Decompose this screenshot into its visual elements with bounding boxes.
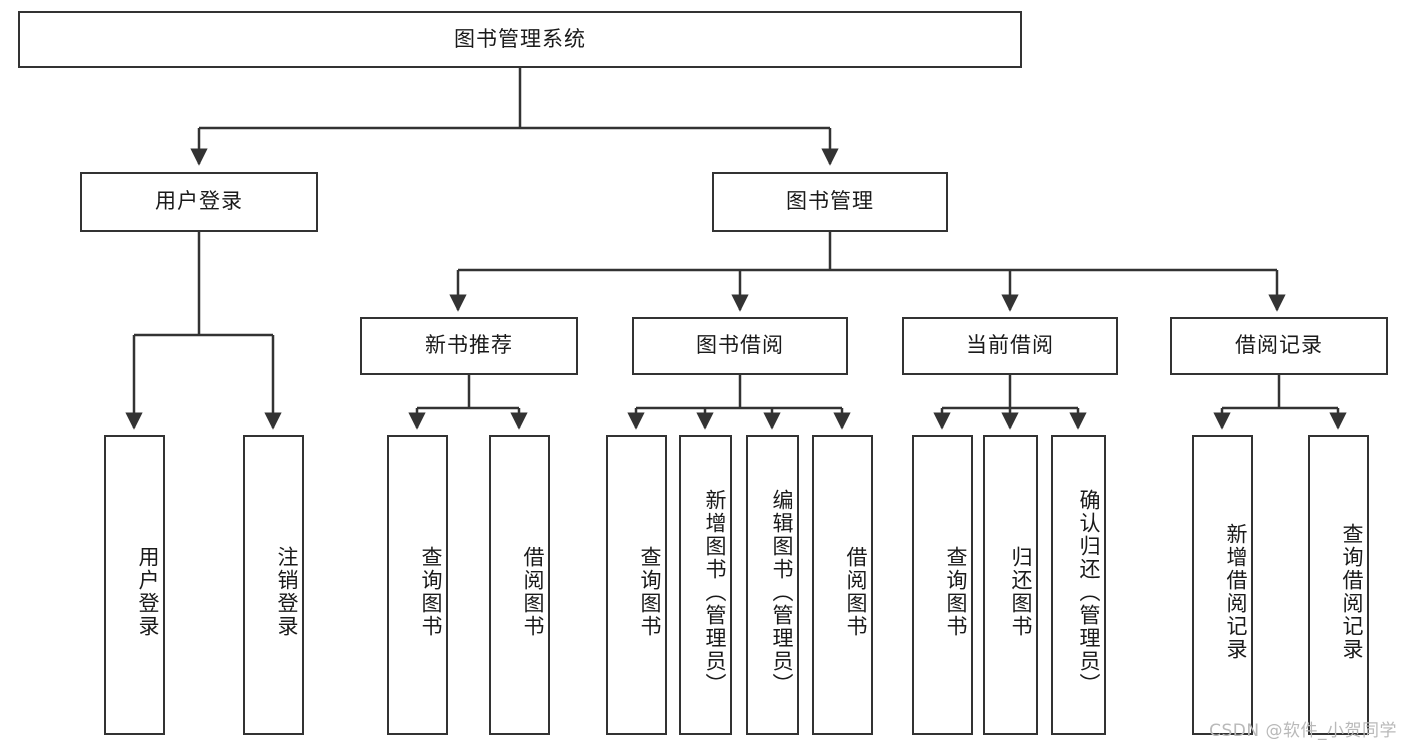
leaf-label: 用户登录 xyxy=(136,546,160,638)
leaf-borrow-record-add[interactable]: 新增借阅记录 xyxy=(1192,435,1253,735)
node-new-book-recommend[interactable]: 新书推荐 xyxy=(360,317,578,375)
node-book-management[interactable]: 图书管理 xyxy=(712,172,948,232)
leaf-book-borrow-add[interactable]: 新增图书（管理员） xyxy=(679,435,732,735)
node-current-borrow[interactable]: 当前借阅 xyxy=(902,317,1118,375)
leaf-book-borrow-query[interactable]: 查询图书 xyxy=(606,435,667,735)
leaf-label: 借阅图书 xyxy=(521,546,545,638)
leaf-label: 新增图书（管理员） xyxy=(703,488,727,696)
leaf-book-borrow-edit[interactable]: 编辑图书（管理员） xyxy=(746,435,799,735)
node-borrow-record[interactable]: 借阅记录 xyxy=(1170,317,1388,375)
leaf-label: 查询图书 xyxy=(944,546,968,638)
leaf-label: 借阅图书 xyxy=(844,546,868,638)
leaf-book-borrow-borrow[interactable]: 借阅图书 xyxy=(812,435,873,735)
node-root[interactable]: 图书管理系统 xyxy=(18,11,1022,68)
leaf-borrow-record-query[interactable]: 查询借阅记录 xyxy=(1308,435,1369,735)
leaf-current-borrow-query[interactable]: 查询图书 xyxy=(912,435,973,735)
leaf-new-book-borrow[interactable]: 借阅图书 xyxy=(489,435,550,735)
node-user-login[interactable]: 用户登录 xyxy=(80,172,318,232)
leaf-label: 查询借阅记录 xyxy=(1340,523,1364,661)
watermark: CSDN @软件_小贺同学 xyxy=(1209,721,1397,741)
leaf-new-book-query[interactable]: 查询图书 xyxy=(387,435,448,735)
leaf-label: 确认归还（管理员） xyxy=(1077,488,1101,696)
leaf-current-borrow-confirm[interactable]: 确认归还（管理员） xyxy=(1051,435,1106,735)
leaf-label: 注销登录 xyxy=(275,546,299,638)
leaf-label: 查询图书 xyxy=(419,546,443,638)
leaf-label: 归还图书 xyxy=(1009,546,1033,638)
leaf-label: 编辑图书（管理员） xyxy=(770,488,794,696)
leaf-label: 新增借阅记录 xyxy=(1224,523,1248,661)
leaf-user-login-logout[interactable]: 注销登录 xyxy=(243,435,304,735)
leaf-label: 查询图书 xyxy=(638,546,662,638)
leaf-current-borrow-return[interactable]: 归还图书 xyxy=(983,435,1038,735)
leaf-user-login-login[interactable]: 用户登录 xyxy=(104,435,165,735)
node-book-borrow[interactable]: 图书借阅 xyxy=(632,317,848,375)
